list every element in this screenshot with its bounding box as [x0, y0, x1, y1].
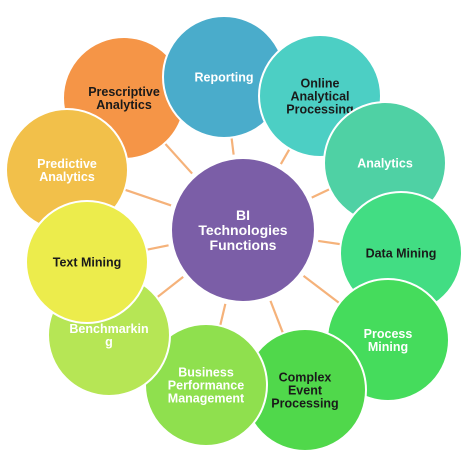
node-label-analytics-line-1: Analytics: [357, 157, 413, 171]
node-label-business-performance-management-line-2: Performance: [168, 379, 244, 393]
node-label-olap-line-1: Online: [301, 77, 340, 91]
node-label-business-performance-management-line-3: Management: [168, 392, 245, 406]
node-circle-text-mining: [25, 200, 149, 324]
hub-label-line-2: Technologies: [198, 222, 287, 238]
hub-label-line-1: BI: [236, 207, 250, 223]
node-label-complex-event-processing-line-3: Processing: [271, 397, 338, 411]
node-label-olap-line-3: Processing: [286, 103, 353, 117]
node-label-olap-line-2: Analytical: [290, 90, 349, 104]
node-label-predictive-analytics-line-1: Predictive: [37, 157, 97, 171]
node-label-complex-event-processing-line-1: Complex: [279, 371, 332, 385]
connector-lines: [116, 129, 349, 341]
node-text-mining: Text Mining: [25, 200, 149, 324]
node-reporting: Reporting: [162, 15, 286, 139]
node-label-business-performance-management-line-1: Business: [178, 366, 234, 380]
node-label-process-mining-line-1: Process: [364, 327, 413, 341]
function-nodes: PrescriptiveAnalyticsPredictiveAnalytics…: [5, 15, 463, 452]
node-label-benchmarking-line-2: g: [105, 335, 113, 349]
node-label-benchmarking-line-1: Benchmarkin: [69, 322, 148, 336]
node-label-data-mining-line-1: Data Mining: [366, 247, 437, 261]
node-label-predictive-analytics-line-2: Analytics: [39, 170, 95, 184]
node-label-complex-event-processing-line-2: Event: [288, 384, 323, 398]
hub-label-line-3: Functions: [210, 237, 277, 253]
node-label-prescriptive-analytics-line-1: Prescriptive: [88, 85, 160, 99]
node-label-prescriptive-analytics-line-2: Analytics: [96, 98, 152, 112]
node-label-text-mining-line-1: Text Mining: [53, 256, 122, 270]
node-label-reporting-line-1: Reporting: [194, 71, 253, 85]
connector-predictive-analytics: [116, 186, 172, 207]
hub-circle: [170, 157, 316, 303]
node-label-process-mining-line-2: Mining: [368, 340, 408, 354]
